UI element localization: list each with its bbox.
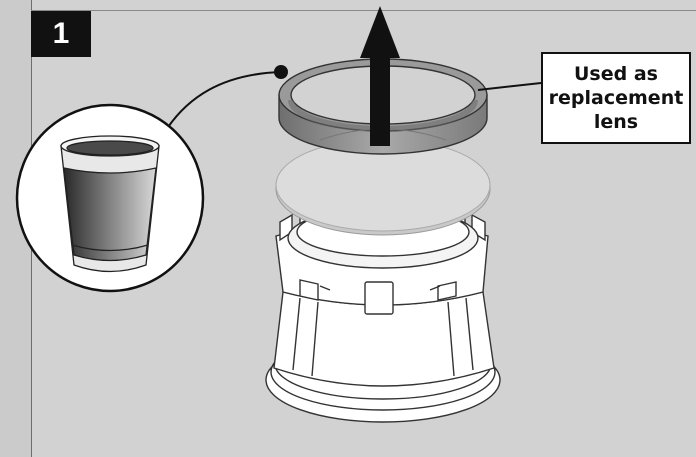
cup-icon — [60, 135, 160, 273]
callout-leader-line — [477, 82, 542, 91]
callout-line-2: replacement — [548, 87, 684, 109]
cup-bubble — [15, 103, 205, 293]
callout-box: Used as replacement lens — [541, 52, 691, 144]
callout-line-1: Used as — [574, 63, 658, 85]
cup-leader-line — [159, 71, 282, 141]
up-arrow-icon — [360, 6, 400, 146]
leader-dot — [274, 65, 288, 79]
lens-part — [275, 138, 491, 236]
step-number-badge: 1 — [31, 11, 91, 57]
callout-line-3: lens — [593, 111, 639, 133]
fixture-base — [265, 206, 501, 423]
step-number: 1 — [52, 17, 70, 50]
top-border — [31, 10, 696, 11]
